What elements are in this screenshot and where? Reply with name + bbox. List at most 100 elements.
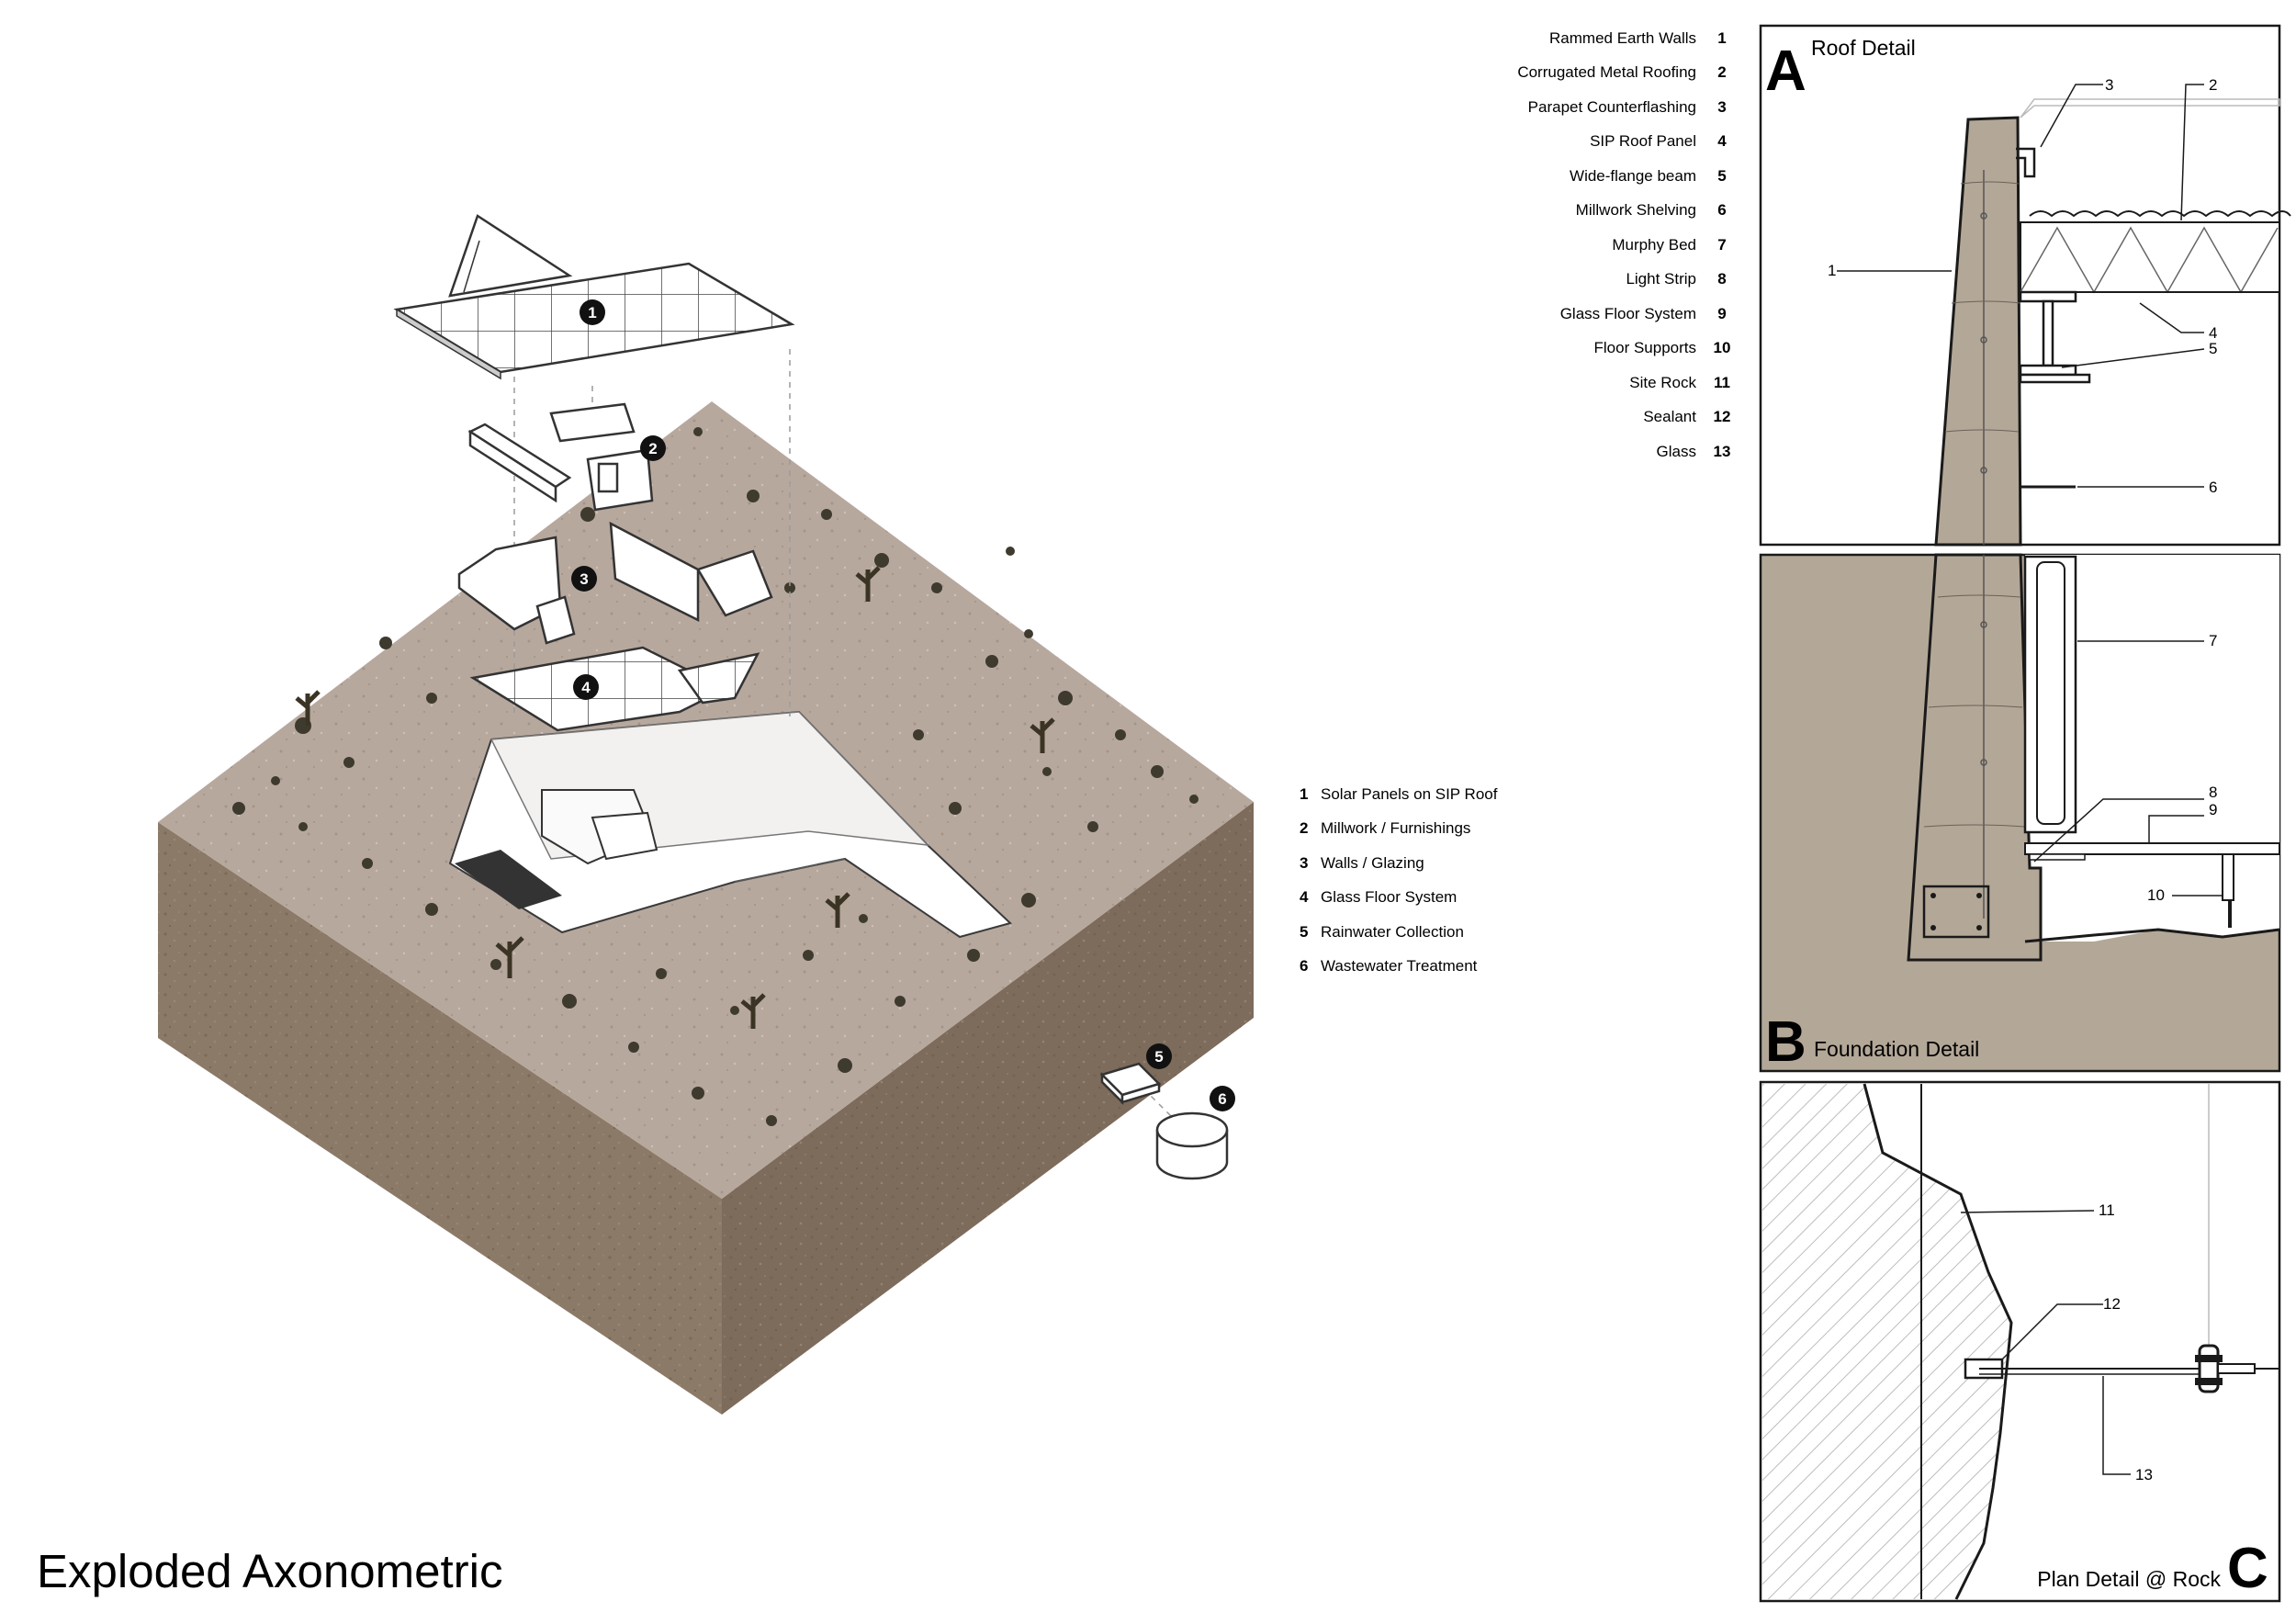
legend-item: Site Rock 11 bbox=[1629, 374, 1730, 391]
walls-glazing bbox=[457, 521, 773, 645]
detail-a-callout-1: 1 bbox=[1828, 262, 1836, 279]
detail-c-callout-13: 13 bbox=[2135, 1466, 2153, 1483]
page-title: Exploded Axonometric bbox=[37, 1545, 502, 1597]
svg-text:12: 12 bbox=[1714, 408, 1731, 425]
svg-text:Corrugated Metal Roofing: Corrugated Metal Roofing bbox=[1517, 63, 1696, 81]
svg-text:4: 4 bbox=[581, 679, 591, 696]
detail-b-letter: B bbox=[1765, 1010, 1806, 1074]
svg-text:3: 3 bbox=[1717, 98, 1726, 116]
key-item-5: 5 Rainwater Collection bbox=[1300, 923, 1464, 941]
svg-text:1: 1 bbox=[1717, 29, 1726, 47]
svg-text:Wide-flange beam: Wide-flange beam bbox=[1570, 167, 1696, 185]
detail-a-callout-4: 4 bbox=[2209, 324, 2217, 342]
svg-text:Walls / Glazing: Walls / Glazing bbox=[1321, 854, 1424, 872]
earth-right-texture bbox=[722, 802, 1254, 1415]
svg-text:Glass: Glass bbox=[1657, 443, 1696, 460]
svg-text:1: 1 bbox=[588, 304, 596, 321]
legend-item: Parapet Counterflashing 3 bbox=[1528, 98, 1727, 116]
legend-item: Glass 13 bbox=[1657, 443, 1731, 460]
legend-item: Sealant 12 bbox=[1643, 408, 1730, 425]
legend-item: Rammed Earth Walls 1 bbox=[1549, 29, 1727, 47]
svg-text:13: 13 bbox=[1714, 443, 1731, 460]
svg-text:10: 10 bbox=[1714, 339, 1731, 356]
rainwater-collection bbox=[1099, 1062, 1162, 1106]
key-item-2: 2 Millwork / Furnishings bbox=[1300, 819, 1470, 837]
svg-text:3: 3 bbox=[580, 570, 588, 588]
millwork-furnishings bbox=[467, 402, 654, 512]
svg-text:Millwork Shelving: Millwork Shelving bbox=[1576, 201, 1696, 219]
joshua-trees bbox=[295, 566, 1055, 1029]
svg-text:Solar Panels on SIP Roof: Solar Panels on SIP Roof bbox=[1321, 785, 1498, 803]
detail-c-callout-12: 12 bbox=[2103, 1295, 2121, 1313]
svg-text:4: 4 bbox=[1717, 132, 1727, 150]
legend-item: Corrugated Metal Roofing 2 bbox=[1517, 63, 1726, 81]
detail-c-callout-11: 11 bbox=[2099, 1201, 2115, 1219]
svg-text:2: 2 bbox=[1300, 819, 1308, 837]
key-item-6: 6 Wastewater Treatment bbox=[1300, 957, 1478, 975]
materials-legend: Rammed Earth Walls 1 Corrugated Metal Roo… bbox=[1517, 29, 1730, 460]
svg-text:Light Strip: Light Strip bbox=[1626, 270, 1696, 288]
svg-text:6: 6 bbox=[1218, 1090, 1226, 1108]
legend-item: Millwork Shelving 6 bbox=[1576, 201, 1727, 219]
detail-b-callout-8: 8 bbox=[2209, 784, 2217, 801]
svg-text:5: 5 bbox=[1154, 1048, 1163, 1066]
axon-marker-1: 1 bbox=[580, 299, 605, 325]
legend-item: Murphy Bed 7 bbox=[1612, 236, 1726, 254]
detail-b-callout-7: 7 bbox=[2209, 632, 2217, 649]
svg-text:Millwork / Furnishings: Millwork / Furnishings bbox=[1321, 819, 1470, 837]
svg-text:11: 11 bbox=[1714, 374, 1730, 391]
wastewater-treatment bbox=[1155, 1111, 1229, 1180]
svg-text:3: 3 bbox=[1300, 854, 1308, 872]
glass-floor-system bbox=[469, 646, 760, 732]
svg-text:Glass Floor System: Glass Floor System bbox=[1321, 888, 1457, 906]
detail-a-callout-2: 2 bbox=[2209, 76, 2217, 94]
detail-b-callout-9: 9 bbox=[2209, 801, 2217, 818]
axon-markers: 1 2 3 4 5 6 bbox=[571, 299, 1235, 1111]
key-item-4: 4 Glass Floor System bbox=[1300, 888, 1457, 906]
detail-c-title: Plan Detail @ Rock bbox=[2037, 1567, 2221, 1591]
solar-roof-panel bbox=[393, 214, 795, 380]
svg-text:2: 2 bbox=[1717, 63, 1726, 81]
svg-text:Rammed Earth Walls: Rammed Earth Walls bbox=[1549, 29, 1696, 47]
svg-text:SIP Roof Panel: SIP Roof Panel bbox=[1590, 132, 1696, 150]
detail-b-callout-10: 10 bbox=[2147, 886, 2165, 904]
earth-left-texture bbox=[158, 822, 722, 1415]
svg-text:4: 4 bbox=[1300, 888, 1309, 906]
svg-text:5: 5 bbox=[1717, 167, 1726, 185]
svg-text:5: 5 bbox=[1300, 923, 1308, 941]
detail-a-callout-3: 3 bbox=[2105, 76, 2113, 94]
axon-marker-4: 4 bbox=[573, 674, 599, 700]
svg-text:6: 6 bbox=[1300, 957, 1308, 975]
key-item-1: 1 Solar Panels on SIP Roof bbox=[1300, 785, 1498, 803]
detail-c-letter: C bbox=[2227, 1537, 2268, 1600]
svg-text:Site Rock: Site Rock bbox=[1629, 374, 1696, 391]
detail-a-roof: 3 2 1 4 5 6 A Roof Detail bbox=[1759, 24, 2291, 547]
detail-b-title: Foundation Detail bbox=[1814, 1037, 1979, 1061]
embedded-dwelling bbox=[448, 710, 1012, 939]
legend-item: SIP Roof Panel 4 bbox=[1590, 132, 1727, 150]
axon-marker-2: 2 bbox=[640, 435, 666, 461]
svg-text:9: 9 bbox=[1717, 305, 1726, 322]
svg-text:8: 8 bbox=[1717, 270, 1726, 288]
svg-text:Wastewater Treatment: Wastewater Treatment bbox=[1321, 957, 1478, 975]
axon-marker-6: 6 bbox=[1210, 1086, 1235, 1111]
svg-text:6: 6 bbox=[1717, 201, 1726, 219]
detail-a-callout-5: 5 bbox=[2209, 340, 2217, 357]
svg-text:Sealant: Sealant bbox=[1643, 408, 1696, 425]
svg-text:Parapet Counterflashing: Parapet Counterflashing bbox=[1528, 98, 1696, 116]
svg-text:Floor Supports: Floor Supports bbox=[1594, 339, 1697, 356]
axon-marker-5: 5 bbox=[1146, 1043, 1172, 1069]
detail-a-callout-6: 6 bbox=[2209, 479, 2217, 496]
detail-a-letter: A bbox=[1765, 39, 1806, 103]
svg-text:Rainwater Collection: Rainwater Collection bbox=[1321, 923, 1464, 941]
legend-item: Wide-flange beam 5 bbox=[1570, 167, 1727, 185]
key-item-3: 3 Walls / Glazing bbox=[1300, 854, 1424, 872]
detail-a-title: Roof Detail bbox=[1811, 36, 1916, 60]
svg-text:7: 7 bbox=[1717, 236, 1726, 254]
svg-text:1: 1 bbox=[1300, 785, 1308, 803]
svg-text:Murphy Bed: Murphy Bed bbox=[1612, 236, 1696, 254]
detail-c-plan: 11 12 13 C Plan Detail @ Rock bbox=[1759, 1080, 2281, 1603]
legend-item: Floor Supports 10 bbox=[1594, 339, 1731, 356]
